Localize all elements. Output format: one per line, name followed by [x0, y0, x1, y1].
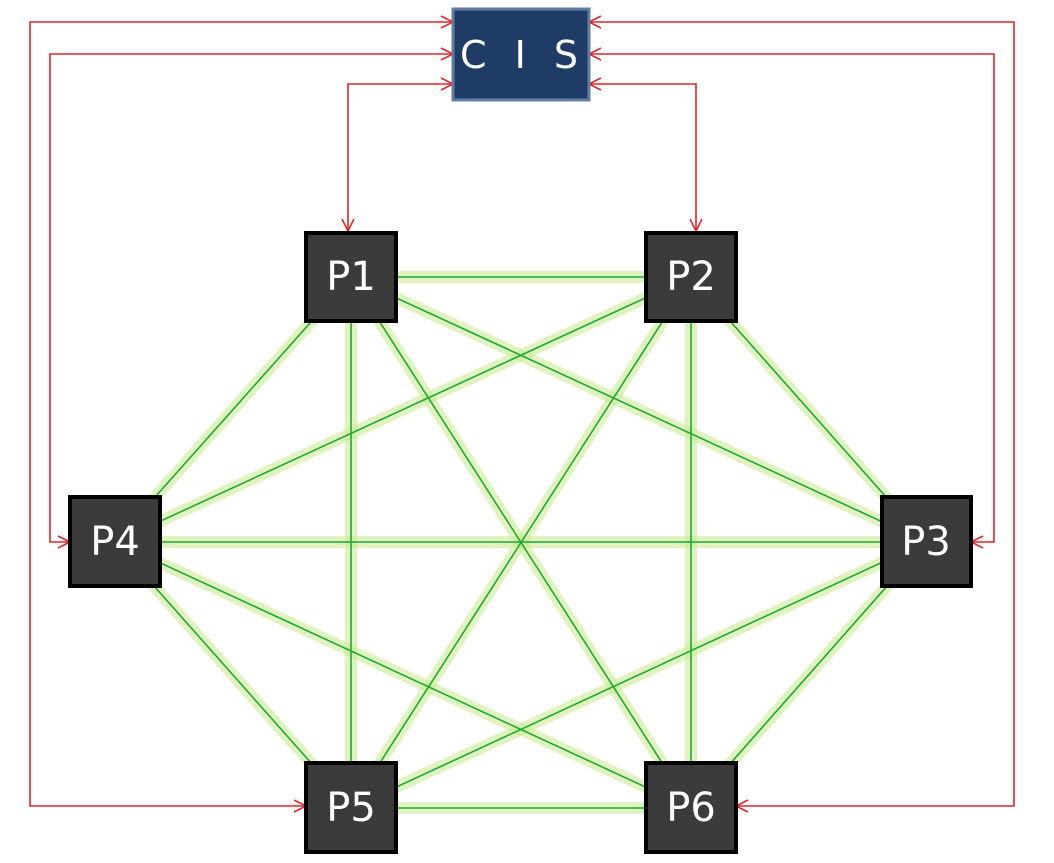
- cis-link-p3: [589, 54, 995, 542]
- cis-box: [451, 7, 591, 102]
- node-p1: P1: [304, 231, 398, 323]
- node-p2-box: [644, 231, 738, 323]
- node-p4-box: [68, 495, 162, 588]
- node-p5-label: P5: [326, 785, 376, 831]
- node-p5-box: [304, 761, 398, 854]
- cis-label: C I S: [460, 33, 586, 77]
- node-p1-label: P1: [326, 254, 376, 300]
- cis-link-p4: [49, 54, 453, 542]
- node-p4: P4: [68, 495, 162, 588]
- node-p5: P5: [304, 761, 398, 854]
- node-p6: P6: [644, 761, 738, 854]
- cis-link-p5: [29, 22, 453, 806]
- node-p2: P2: [644, 231, 738, 323]
- node-p2-label: P2: [666, 254, 716, 300]
- hub-link-layer: [29, 22, 1015, 806]
- node-p3: P3: [880, 495, 973, 588]
- cis-node: C I S: [451, 7, 591, 102]
- node-p1-box: [304, 231, 398, 323]
- node-p6-label: P6: [666, 785, 716, 831]
- node-p4-label: P4: [90, 519, 140, 565]
- node-p6-box: [644, 761, 738, 854]
- cis-link-p2: [589, 84, 696, 231]
- node-p3-label: P3: [901, 519, 951, 565]
- node-p3-box: [880, 495, 973, 588]
- cis-link-p1: [348, 84, 453, 231]
- cis-link-p6: [589, 22, 1015, 806]
